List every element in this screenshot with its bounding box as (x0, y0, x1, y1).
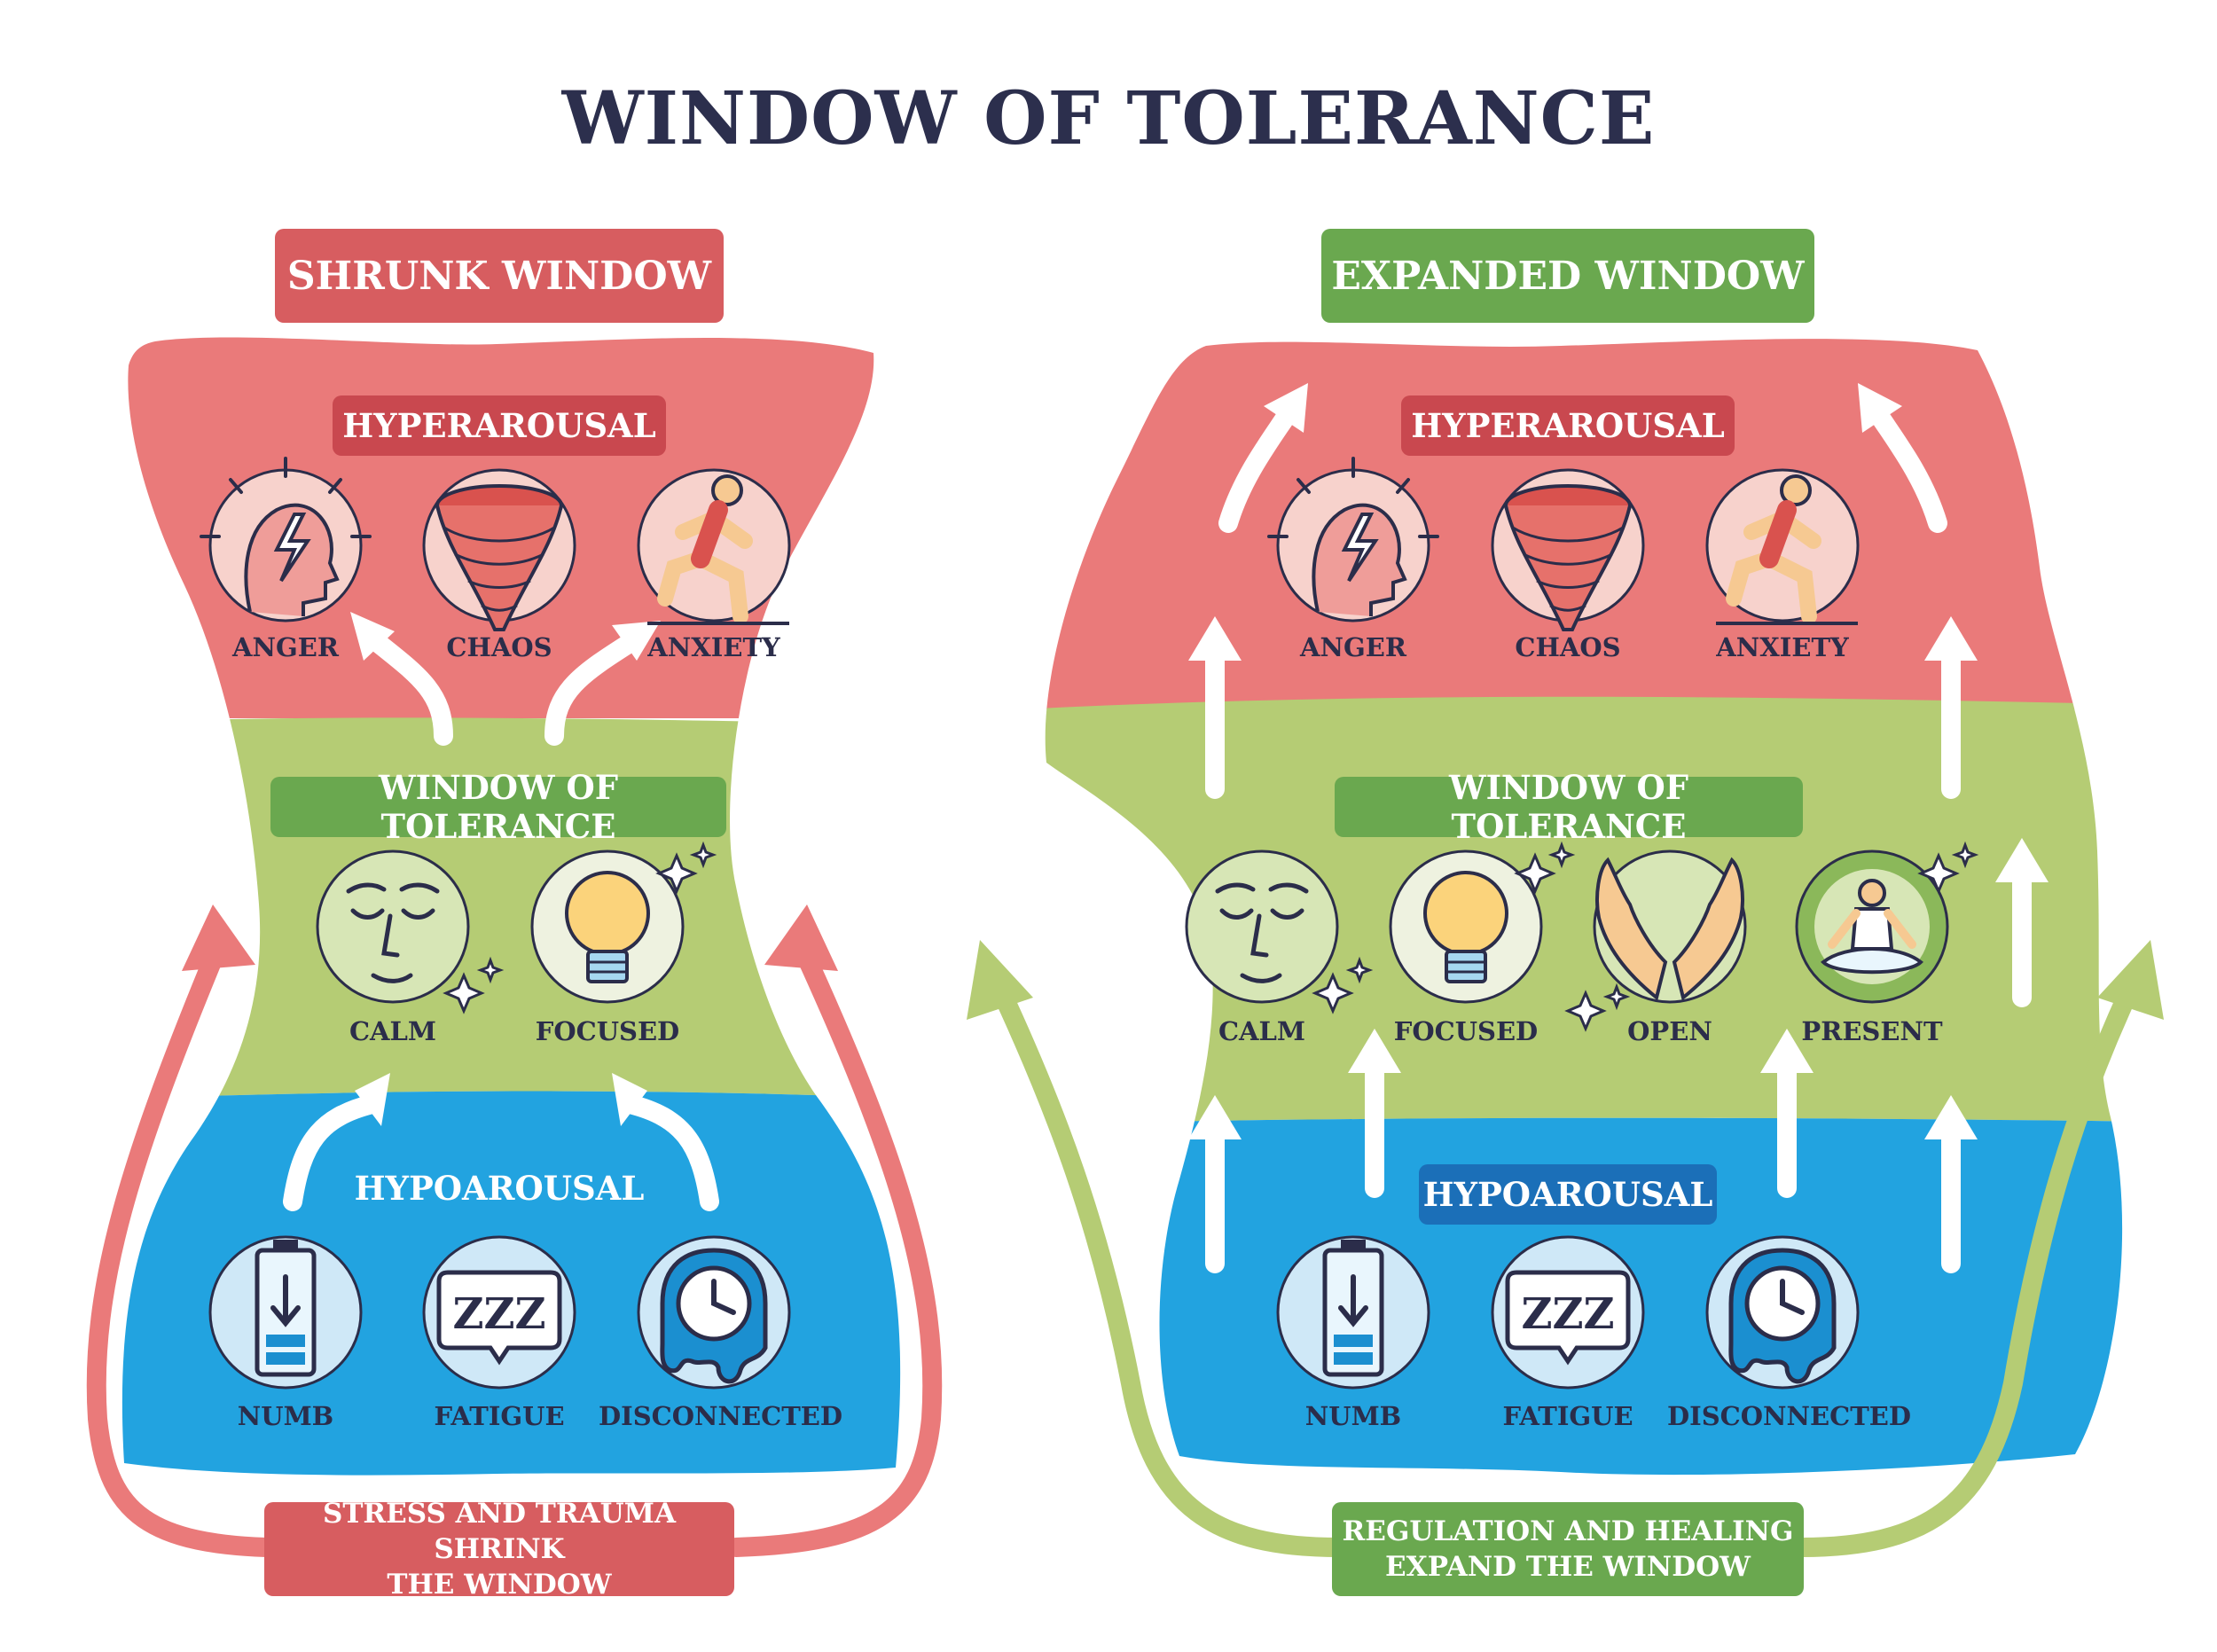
svg-text:ZZZ: ZZZ (1521, 1289, 1614, 1339)
stress-outer-arrows (86, 939, 943, 1557)
zzz-bubble-icon: ZZZ (422, 1235, 576, 1390)
label-chaos: CHAOS (446, 632, 552, 662)
melting-clock-icon (637, 1235, 791, 1390)
label-chaos: CHAOS (1515, 632, 1621, 662)
lightbulb-icon (1389, 841, 1576, 1004)
label-calm: CALM (1218, 1016, 1306, 1046)
expanded-hyperarousal-badge: HYPERAROUSAL (1401, 395, 1735, 456)
shrunk-footer-line2: THE WINDOW (387, 1569, 612, 1601)
expanded-footer-line1: REGULATION AND HEALING (1342, 1515, 1794, 1547)
page-title: WINDOW OF TOLERANCE (561, 76, 1656, 161)
expanded-tolerance-zone (1045, 696, 2123, 1124)
head-lightning-icon (200, 457, 372, 622)
label-calm: CALM (349, 1016, 437, 1046)
calm-face-icon (1185, 849, 1374, 1014)
running-person-icon (637, 468, 791, 625)
stress-arrowhead-right (764, 904, 838, 971)
head-lightning-icon (1267, 457, 1439, 622)
calm-face-icon (316, 849, 505, 1014)
label-numb: NUMB (1304, 1401, 1402, 1431)
open-hands-icon (1564, 849, 1747, 1032)
stress-arrowhead-left (182, 904, 255, 971)
shrunk-hypoarousal-label: HYPOAROUSAL (354, 1169, 645, 1208)
shrunk-footer-line1: STRESS AND TRAUMA SHRINK (322, 1498, 677, 1565)
label-focused: FOCUSED (535, 1016, 680, 1046)
expanded-footer-badge: REGULATION AND HEALING EXPAND THE WINDOW (1332, 1502, 1804, 1596)
expanded-hypoarousal-badge: HYPOAROUSAL (1419, 1164, 1717, 1225)
label-open: OPEN (1627, 1016, 1712, 1046)
low-battery-icon (1276, 1235, 1430, 1390)
tornado-icon (422, 468, 576, 631)
melting-clock-icon (1705, 1235, 1860, 1390)
expanded-window-header: EXPANDED WINDOW (1321, 229, 1814, 323)
shrunk-hyperarousal-badge: HYPERAROUSAL (333, 395, 666, 456)
healing-outer-arrows (992, 983, 2138, 1557)
meditating-person-icon (1795, 841, 1979, 1004)
shrunk-footer-badge: STRESS AND TRAUMA SHRINK THE WINDOW (264, 1498, 734, 1601)
expanded-footer-line2: EXPAND THE WINDOW (1385, 1551, 1751, 1583)
label-fatigue: FATIGUE (434, 1401, 565, 1431)
shrunk-inner-arrows (283, 629, 719, 1211)
label-anxiety: ANXIETY (1716, 632, 1849, 662)
expanded-inner-arrows (1121, 407, 2032, 1273)
label-numb: NUMB (237, 1401, 334, 1431)
healing-arrowhead-left (967, 940, 1033, 1020)
healing-arrowhead-right (2097, 940, 2164, 1020)
low-battery-icon (208, 1235, 363, 1390)
running-person-icon (1705, 468, 1860, 625)
label-anger: ANGER (1300, 632, 1406, 662)
label-anger: ANGER (232, 632, 339, 662)
label-disconnected: DISCONNECTED (599, 1401, 843, 1431)
label-disconnected: DISCONNECTED (1667, 1401, 1912, 1431)
label-focused: FOCUSED (1393, 1016, 1539, 1046)
lightbulb-icon (530, 841, 717, 1004)
shrunk-window-header: SHRUNK WINDOW (275, 229, 724, 323)
tornado-icon (1491, 468, 1645, 631)
zzz-bubble-icon: ZZZ (1491, 1235, 1645, 1390)
label-anxiety: ANXIETY (647, 632, 780, 662)
label-fatigue: FATIGUE (1502, 1401, 1633, 1431)
svg-text:ZZZ: ZZZ (452, 1289, 545, 1339)
label-present: PRESENT (1801, 1016, 1943, 1046)
expanded-tolerance-badge: WINDOW OF TOLERANCE (1335, 768, 1803, 846)
shrunk-tolerance-badge: WINDOW OF TOLERANCE (270, 768, 726, 846)
